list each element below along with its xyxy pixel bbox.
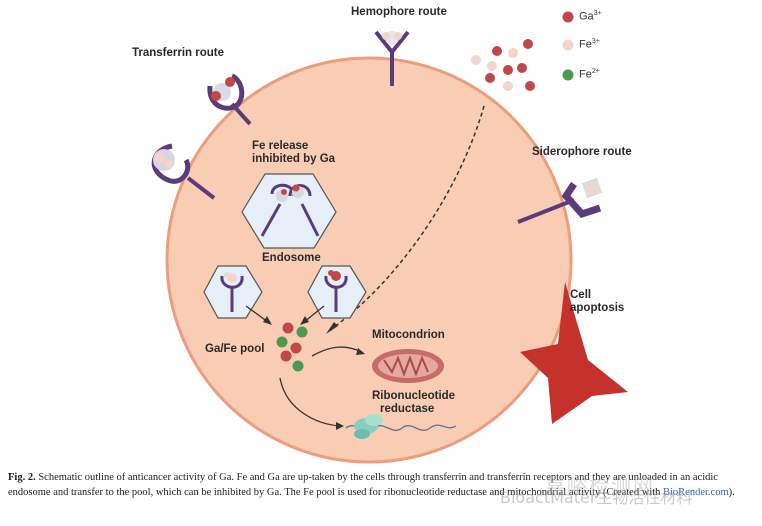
transferrin-route-label: Transferrin route — [132, 47, 225, 59]
apoptosis-label: apoptosis — [570, 302, 625, 314]
legend-fe3-label: Fe3+ — [579, 38, 600, 51]
figure-caption: Fig. 2. Schematic outline of anticancer … — [8, 470, 754, 500]
ribonucleotide-reductase-enzyme — [345, 414, 457, 439]
endosome-small-left — [203, 265, 263, 319]
caption-fig-label: Fig. 2. — [8, 472, 36, 483]
caption-biorender-link[interactable]: BioRender.com — [663, 487, 729, 498]
caption-text: Schematic outline of anticancer activity… — [8, 472, 718, 498]
ga-fe-pool — [276, 322, 308, 372]
watermark-account: BioactMater生物活性材料 — [500, 488, 693, 507]
ribonucleotide-label: Ribonucleotide — [372, 390, 456, 402]
arrow-right-endosome-to-pool — [303, 305, 325, 323]
ga-fe-pool-label: Ga/Fe pool — [205, 343, 265, 355]
hemophore-receptor — [374, 30, 410, 86]
cell-body — [165, 56, 573, 464]
endosome-small-right — [307, 265, 367, 319]
siderophore-route-label: Siderophore route — [532, 146, 632, 158]
legend-fe2-marker — [562, 69, 574, 81]
siderophore-receptor — [517, 177, 603, 224]
legend-fe2-label: Fe2+ — [579, 68, 600, 81]
caption-end: ). — [728, 487, 735, 498]
reductase-label: reductase — [380, 403, 435, 415]
fe-release-label: Fe release — [252, 140, 309, 152]
mitochondrion — [372, 349, 444, 383]
transferrin-receptor-left — [151, 143, 216, 200]
endosome-large — [241, 173, 337, 249]
mitocondrion-label: Mitocondrion — [372, 329, 445, 341]
legend-ga3-label: Ga3+ — [579, 10, 602, 23]
arrow-left-endosome-to-pool — [245, 305, 269, 323]
apoptosis-burst — [520, 282, 628, 424]
cell-label: Cell — [570, 289, 592, 301]
schematic-figure — [151, 11, 628, 464]
inhibited-by-ga-label: inhibited by Ga — [252, 153, 336, 165]
watermark-site: 嘉峪检测网 — [545, 474, 655, 498]
extracellular-ions — [471, 39, 535, 91]
endosome-label: Endosome — [262, 252, 321, 264]
legend-ga3-marker — [562, 11, 574, 23]
transferrin-receptor-top — [207, 73, 252, 126]
arrow-pool-to-reductase — [279, 377, 341, 427]
hemophore-route-label: Hemophore route — [351, 6, 447, 18]
legend-fe3-marker — [562, 39, 574, 51]
